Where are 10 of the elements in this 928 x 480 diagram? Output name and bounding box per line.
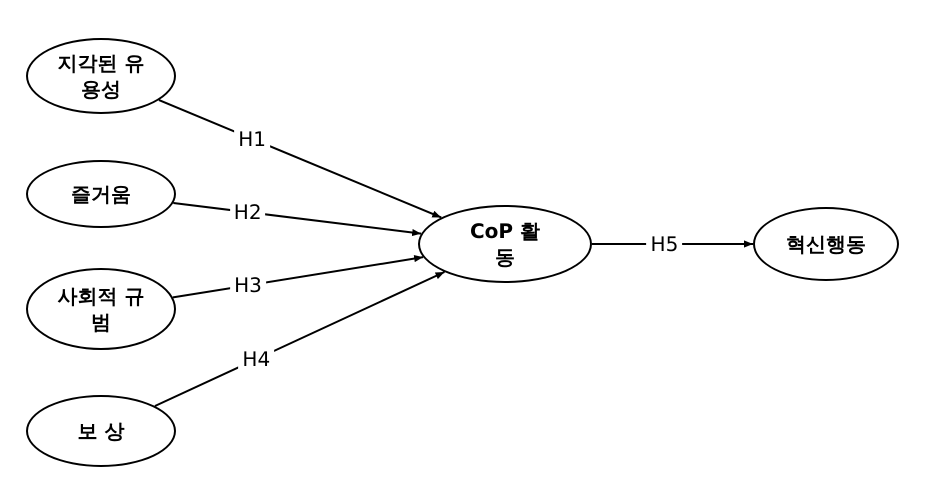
node-label: 즐거움 <box>70 181 132 207</box>
edge-label: H1 <box>234 128 270 149</box>
edge-label: H4 <box>238 349 274 370</box>
node-label: 보 상 <box>76 418 126 444</box>
node-label: 지각된 유용성 <box>56 50 146 102</box>
node-label: 혁신행동 <box>785 231 867 257</box>
edge-label: H5 <box>646 234 682 254</box>
node-label: CoP 활동 <box>468 218 542 270</box>
node-label: 사회적 규 범 <box>56 283 146 335</box>
edge-label: H3 <box>230 275 266 296</box>
